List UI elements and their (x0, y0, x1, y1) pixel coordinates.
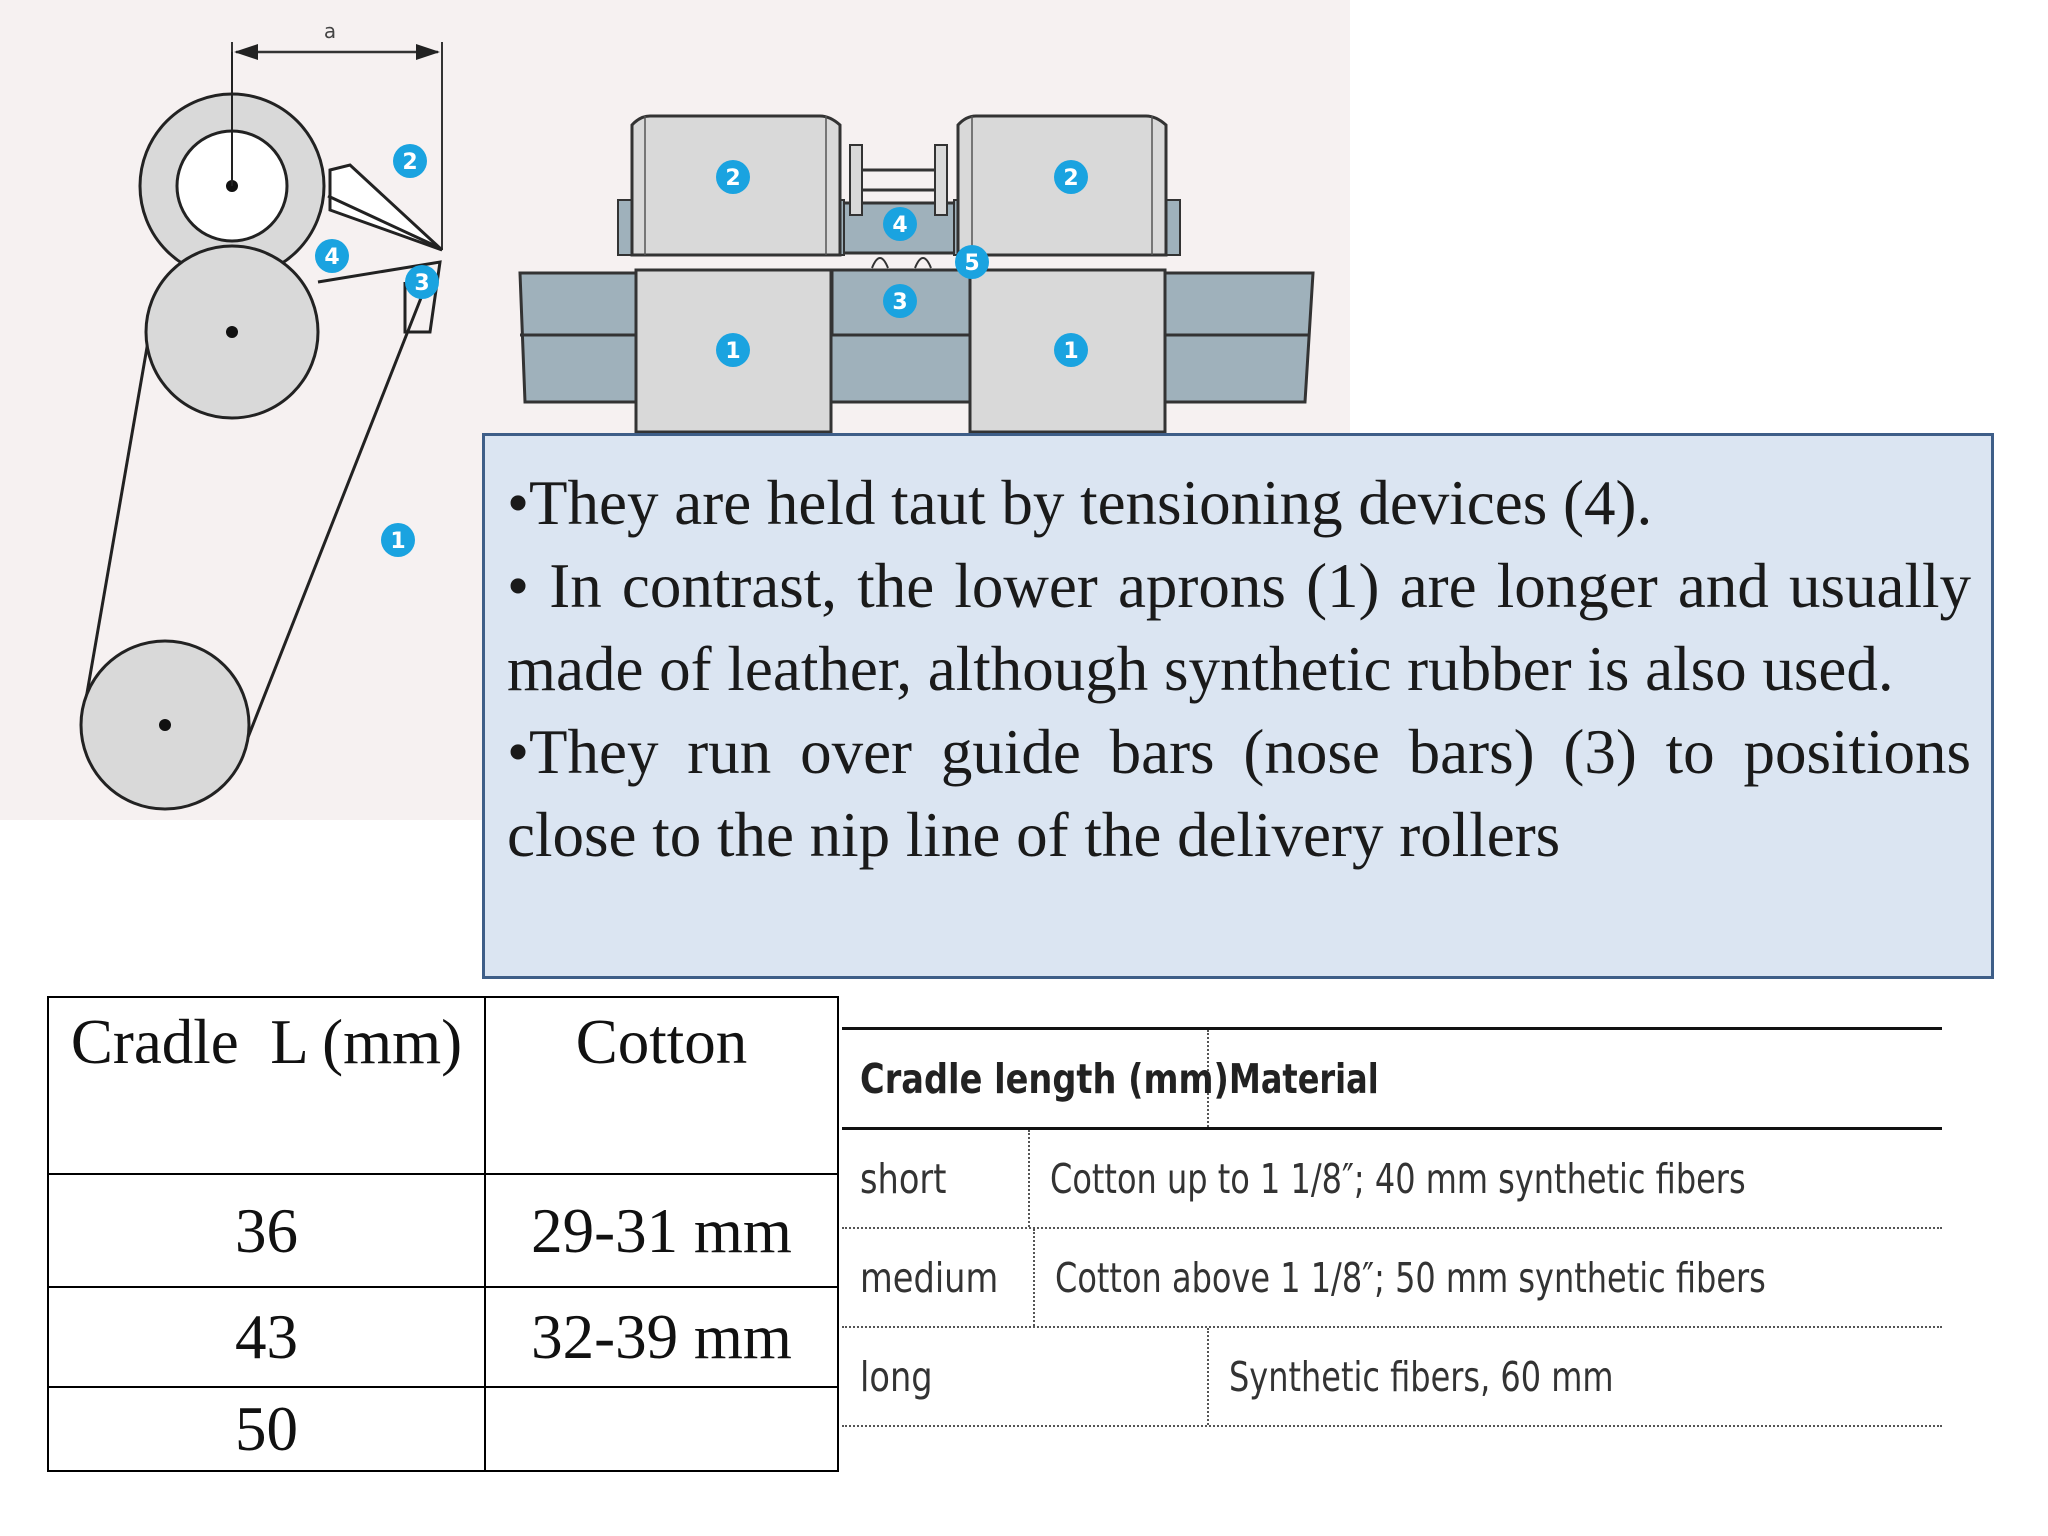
header-cradle-length-mm: Cradle length (mm) (860, 1054, 1229, 1103)
cell-length-short: short (860, 1154, 947, 1203)
badge-1-bottom-roller-right (1054, 333, 1088, 367)
trailing-period: . (1560, 800, 1576, 870)
badge-5-spring (955, 245, 989, 279)
cell-cotton-43: 32-39 mm (484, 1286, 839, 1388)
badge-1-bottom-roller-left (716, 333, 750, 367)
badge-2-top-roller-left (716, 160, 750, 194)
badge-2-top-roller-right (1054, 160, 1088, 194)
badge-2-upper-apron (393, 144, 427, 178)
badge-4-label: 4 (324, 245, 339, 270)
cell-material-medium-wrap: Cotton above 1 1/8″; 50 mm synthetic fib… (1032, 1229, 1966, 1326)
cell-cotton-36: 29-31 mm (484, 1173, 839, 1288)
header-cradle-length: Cradle L (mm) (47, 996, 486, 1175)
badge-1-label: 1 (390, 529, 405, 554)
badge-4-tensioner (315, 239, 349, 273)
header-material: Material (1229, 1054, 1379, 1103)
cell-material-short: Cotton up to 1 1/8″; 40 mm synthetic fib… (1050, 1154, 1746, 1203)
badge-3-nose-bar (883, 284, 917, 318)
header-material-cell: Material (1207, 1030, 1942, 1127)
badge-label: 3 (892, 290, 907, 315)
badge-label: 1 (1063, 339, 1078, 364)
badge-4-cradle (883, 207, 917, 241)
header-cotton: Cotton (484, 996, 839, 1175)
badge-1-lower-apron (381, 523, 415, 557)
cell-material-medium: Cotton above 1 1/8″; 50 mm synthetic fib… (1054, 1253, 1766, 1302)
cell-material-long: Synthetic fibers, 60 mm (1229, 1352, 1614, 1401)
cell-cradle-50: 50 (47, 1386, 486, 1472)
table-row: medium Cotton above 1 1/8″; 50 mm synthe… (842, 1229, 1942, 1328)
cell-cradle-43: 43 (47, 1286, 486, 1388)
bullet-tensioning: •They are held taut by tensioning device… (507, 468, 1653, 538)
material-table-header: Cradle length (mm) Material (842, 1027, 1942, 1130)
badge-label: 4 (892, 213, 907, 238)
drafting-front-diagram: 2 2 4 5 3 1 1 (518, 114, 1315, 434)
cell-cotton-50 (484, 1386, 839, 1472)
bullet-guide-bars-text: •They run over guide bars (nose bars) (3… (507, 717, 1971, 870)
cell-material-long-wrap: Synthetic fibers, 60 mm (1207, 1328, 1942, 1425)
cell-material-short-wrap: Cotton up to 1 1/8″; 40 mm synthetic fib… (1028, 1130, 1942, 1227)
table-row: short Cotton up to 1 1/8″; 40 mm synthet… (842, 1130, 1942, 1229)
table-row: long Synthetic fibers, 60 mm (842, 1328, 1942, 1427)
cell-cradle-36: 36 (47, 1173, 486, 1288)
badge-3-nose-bar (405, 265, 439, 299)
badge-label: 2 (1063, 166, 1078, 191)
cell-length-long: long (860, 1352, 933, 1401)
cradle-material-table: Cradle length (mm) Material short Cotton… (842, 1027, 1942, 1427)
bullet-guide-bars: •They run over guide bars (nose bars) (3… (507, 711, 1971, 877)
badge-label: 5 (964, 251, 979, 276)
description-text-box: •They are held taut by tensioning device… (482, 433, 1994, 979)
badge-label: 2 (725, 166, 740, 191)
cell-length-medium: medium (860, 1253, 999, 1302)
badge-label: 1 (725, 339, 740, 364)
dimension-a-label: a (324, 19, 336, 43)
badge-2-label: 2 (402, 150, 417, 175)
badge-3-label: 3 (414, 271, 429, 296)
bullet-lower-aprons: • In contrast, the lower aprons (1) are … (507, 551, 1971, 704)
cradle-cotton-table: Cradle L (mm) Cotton 36 29-31 mm 43 32-3… (47, 996, 839, 1472)
apron-side-diagram: a 2 4 3 1 (79, 19, 444, 811)
